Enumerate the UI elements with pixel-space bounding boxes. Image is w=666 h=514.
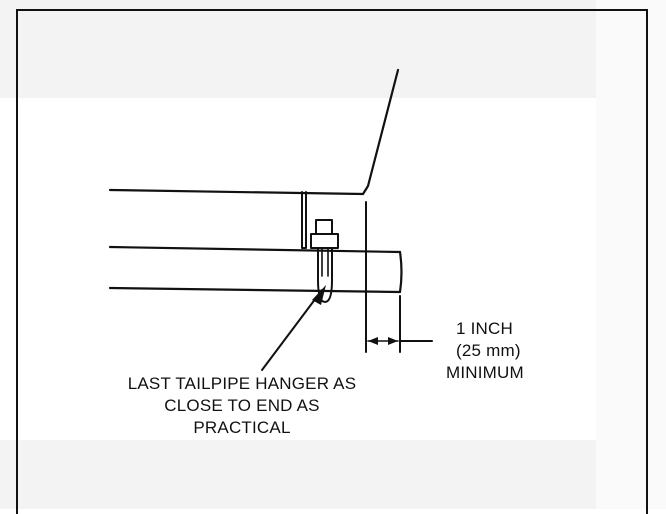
dimension-arrow-left xyxy=(368,337,378,345)
tailpipe-end xyxy=(398,250,403,294)
vehicle-body-outline xyxy=(108,68,400,196)
hanger-leader-arrow xyxy=(312,285,326,305)
hanger-label-line: CLOSE TO END AS xyxy=(164,396,320,415)
background-band-bottom xyxy=(0,440,596,509)
body-bracket xyxy=(301,191,307,249)
tailpipe-bottom-edge xyxy=(108,286,402,294)
tailpipe-hanger xyxy=(310,219,339,303)
clearance-label-line: (25 mm) xyxy=(456,341,521,360)
figure-frame xyxy=(16,9,648,514)
clearance-callout-label: 1 INCH (25 mm) MINIMUM xyxy=(446,318,586,384)
tailpipe-top-edge xyxy=(108,245,402,254)
hanger-callout-label: LAST TAILPIPE HANGER AS CLOSE TO END AS … xyxy=(62,373,422,439)
hanger-leader-line xyxy=(261,289,323,371)
clearance-label-line: 1 INCH xyxy=(456,319,513,338)
hanger-label-line: LAST TAILPIPE HANGER AS xyxy=(127,374,357,393)
dimension-arrow-right xyxy=(388,337,398,345)
background-right-strip xyxy=(596,0,666,509)
background-band-top xyxy=(0,0,596,98)
hanger-label-line: PRACTICAL xyxy=(193,418,291,437)
clearance-label-line: MINIMUM xyxy=(446,363,524,382)
